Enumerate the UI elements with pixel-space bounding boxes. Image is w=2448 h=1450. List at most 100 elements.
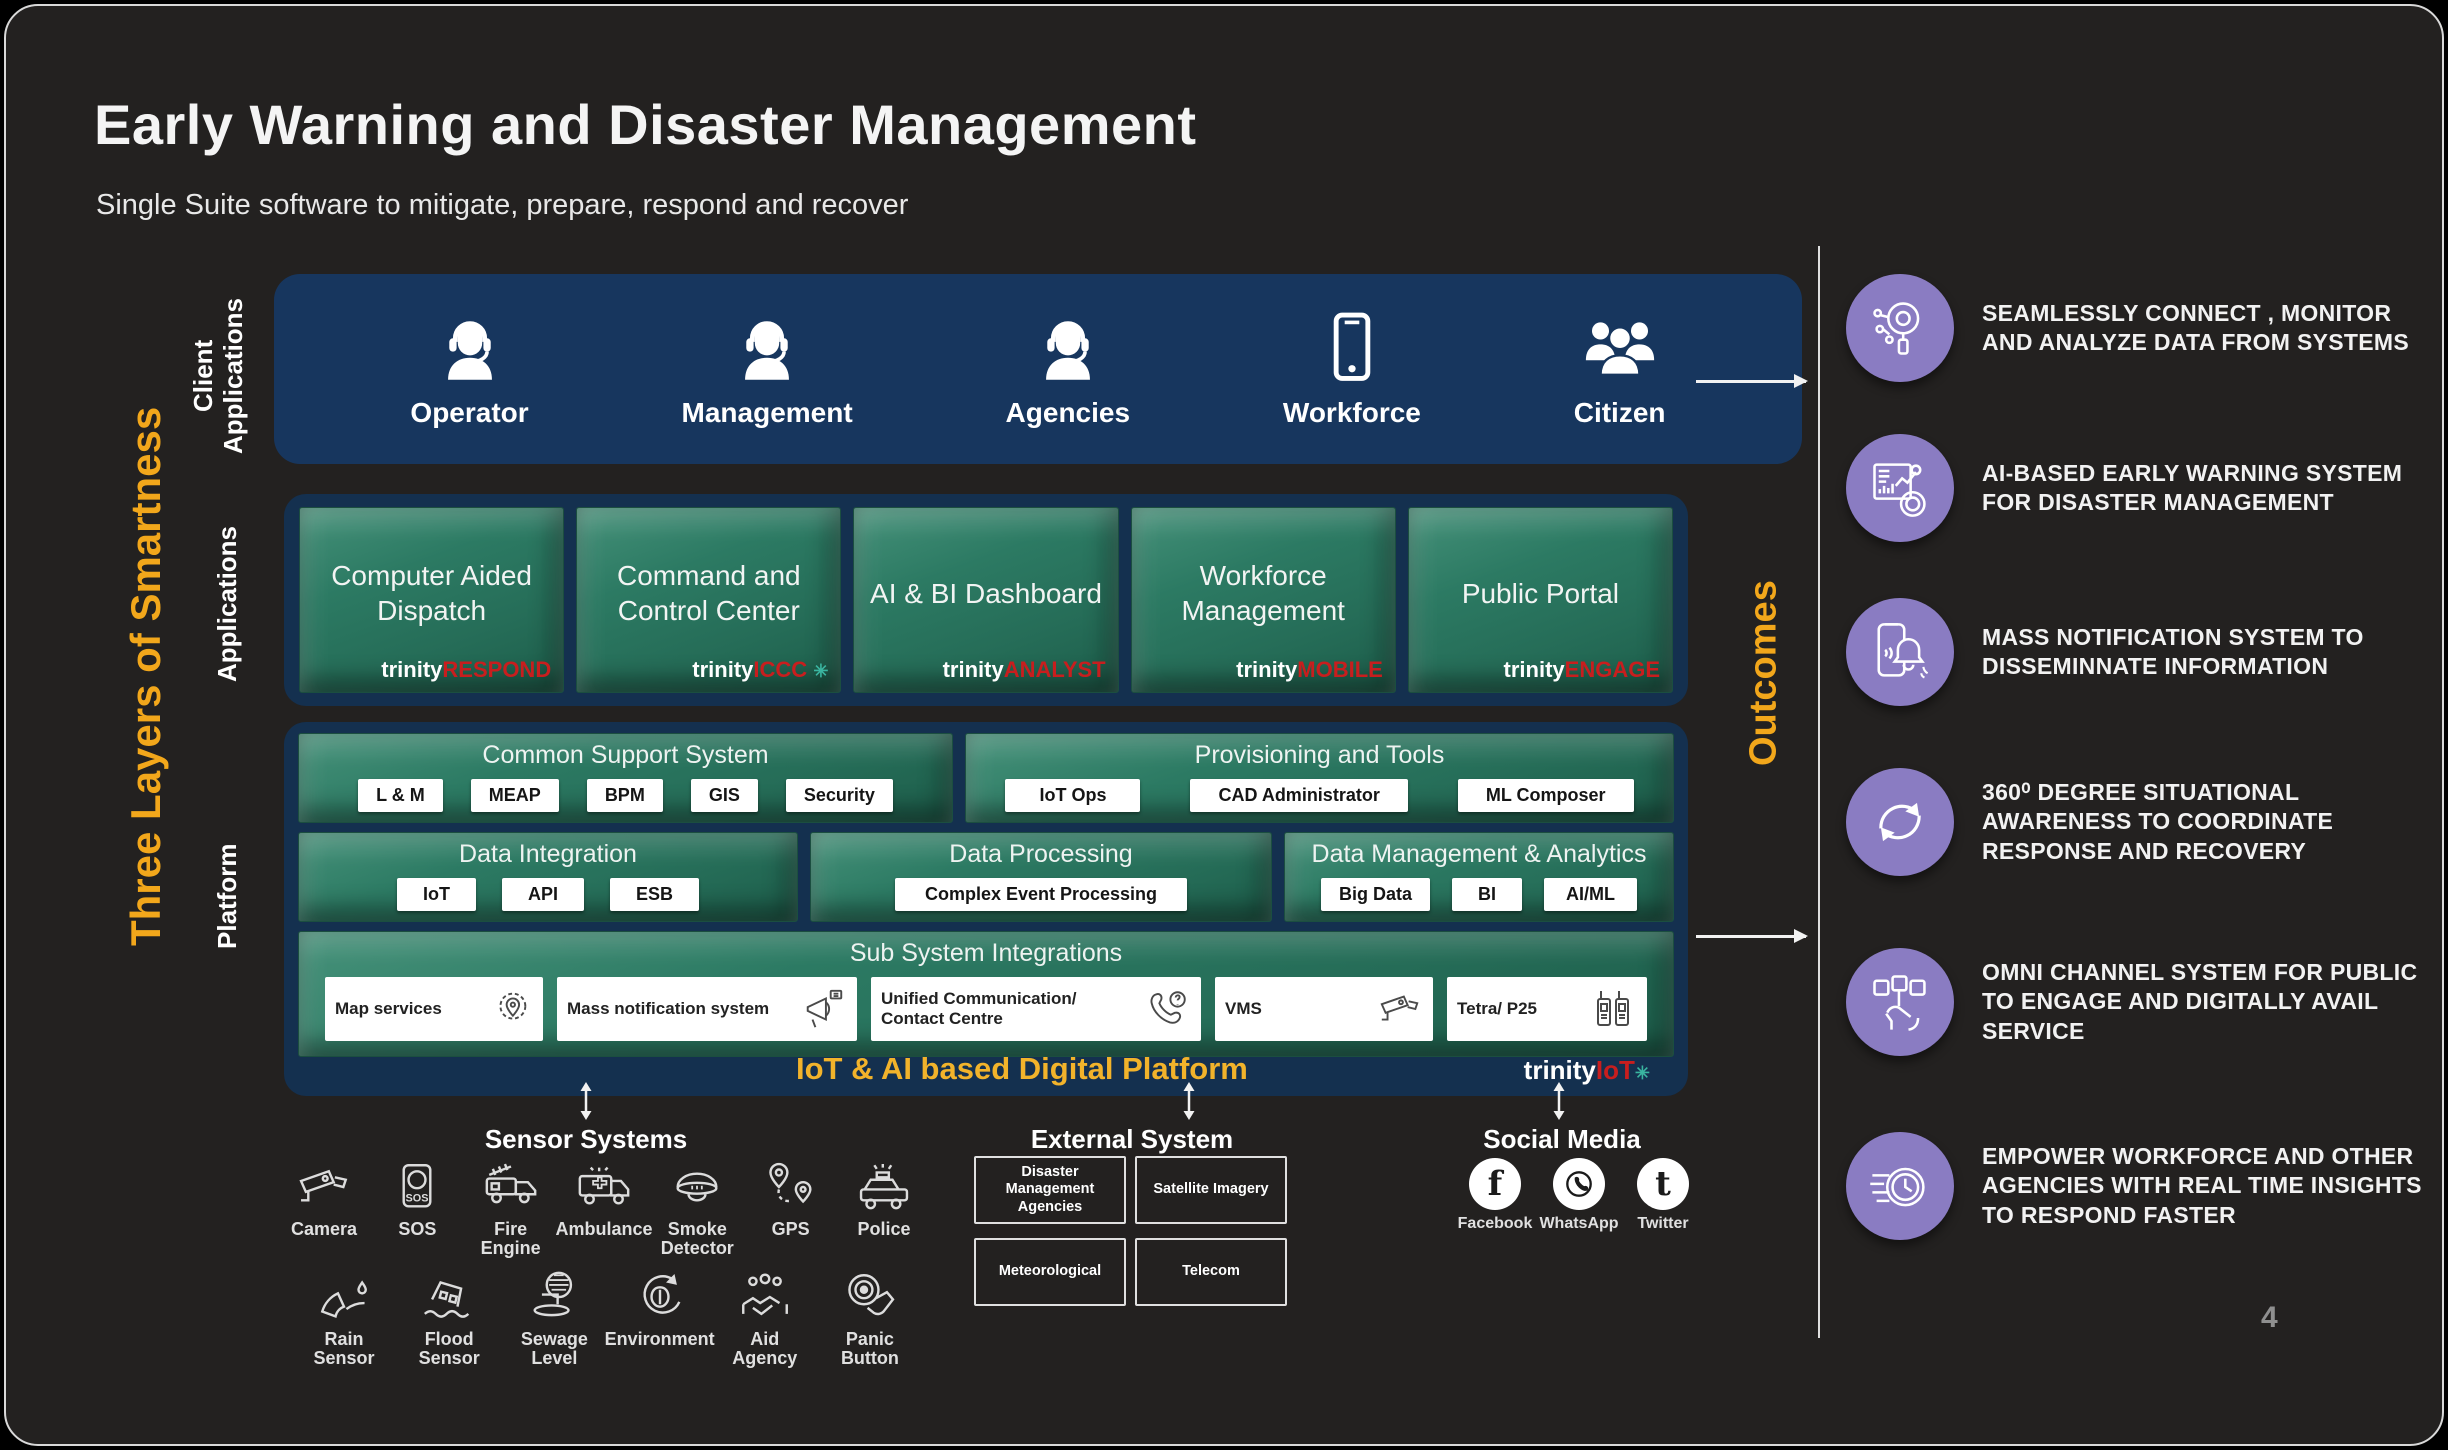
group-provisioning-and-tools: Provisioning and Tools IoT Ops CAD Admin… <box>965 733 1674 823</box>
sensor-sewage: Sewage Level <box>508 1268 600 1368</box>
social-media-title: Social Media <box>1483 1124 1641 1154</box>
smoke-detector-icon <box>668 1158 726 1216</box>
client-item-management: Management <box>682 309 853 429</box>
cctv-camera-icon <box>1377 986 1423 1032</box>
outcome-item-6: EMPOWER WORKFORCE AND OTHER AGENCIES WIT… <box>1846 1132 2426 1240</box>
police-car-icon <box>855 1158 913 1216</box>
chip: AI/ML <box>1544 878 1637 911</box>
headset-person-icon <box>727 309 807 387</box>
chip: BPM <box>586 779 663 812</box>
flooded-house-icon <box>420 1268 478 1326</box>
cctv-camera-icon <box>295 1158 353 1216</box>
social-media-connector-arrow <box>1552 1082 1566 1120</box>
facebook-icon: f <box>1469 1158 1521 1210</box>
external-box-satellite-imagery: Satellite Imagery <box>1135 1156 1287 1224</box>
group-sub-system-integrations: Sub System Integrations Map services Mas… <box>298 931 1674 1057</box>
subsystem-card-tetra-p25: Tetra/ P25 <box>1447 977 1647 1041</box>
sensor-gps: GPS <box>745 1158 837 1258</box>
headset-person-icon <box>1028 309 1108 387</box>
group-title: Data Integration <box>459 840 637 868</box>
external-box-meteorological: Meteorological <box>974 1238 1126 1306</box>
client-applications-bar: Operator Management Agencies Workforce C… <box>274 274 1802 464</box>
analytics-dashboard-icon <box>1846 434 1954 542</box>
group-data-management-analytics: Data Management & Analytics Big Data BI … <box>1284 832 1674 922</box>
fast-clock-icon <box>1846 1132 1954 1240</box>
client-item-workforce: Workforce <box>1283 309 1421 429</box>
sensor-sos: SOS SOS <box>371 1158 463 1258</box>
chip: MEAP <box>470 779 559 812</box>
chip: ML Composer <box>1457 779 1634 812</box>
client-to-outcomes-arrow <box>1696 375 1808 387</box>
three-layers-rail-label: Three Layers of Smartness <box>122 406 169 946</box>
map-gear-pin-icon <box>487 986 533 1032</box>
press-hand-icon <box>841 1268 899 1326</box>
group-data-integration: Data Integration IoT API ESB <box>298 832 798 922</box>
chip: Security <box>785 779 893 812</box>
sensor-environment: Environment <box>605 1268 715 1368</box>
platform-band: Common Support System L & M MEAP BPM GIS… <box>284 722 1688 1096</box>
subsystem-card-vms: VMS <box>1215 977 1433 1041</box>
chip: API <box>501 878 584 911</box>
social-twitter: t Twitter <box>1626 1158 1700 1233</box>
brand-trinity-iot: trinityIoT✳ <box>1523 1055 1650 1085</box>
outcome-text: OMNI CHANNEL SYSTEM FOR PUBLIC TO ENGAGE… <box>1982 958 2418 1044</box>
group-title: Common Support System <box>482 741 769 769</box>
subsystem-card-map-services: Map services <box>325 977 543 1041</box>
megaphone-icon <box>801 986 847 1032</box>
map-pins-icon <box>762 1158 820 1216</box>
subsystem-card-mass-notification: Mass notification system <box>557 977 857 1041</box>
page-number: 4 <box>2261 1301 2278 1334</box>
platform-to-outcomes-arrow <box>1696 930 1808 942</box>
external-system-title: External System <box>1030 1124 1234 1154</box>
sensor-fire-engine: Fire Engine <box>465 1158 557 1258</box>
app-box-computer-aided-dispatch: Computer Aided Dispatch trinityRESPOND <box>299 507 565 693</box>
ambulance-icon <box>575 1158 633 1216</box>
smartphone-icon <box>1312 309 1392 387</box>
sensor-systems-title: Sensor Systems <box>484 1124 688 1154</box>
group-title: Data Management & Analytics <box>1311 840 1647 868</box>
outcomes-separator-line <box>1818 246 1820 1338</box>
sensor-police: Police <box>838 1158 930 1258</box>
client-item-label: Management <box>681 397 853 428</box>
social-media-row: f Facebook WhatsApp t Twitter <box>1458 1158 1700 1233</box>
chip: L & M <box>358 779 443 812</box>
external-system-grid: Disaster Management Agencies Satellite I… <box>974 1156 1287 1306</box>
client-item-citizen: Citizen <box>1574 309 1666 429</box>
client-item-label: Agencies <box>1005 397 1131 428</box>
svg-text:SOS: SOS <box>406 1193 429 1205</box>
fire-truck-icon <box>482 1158 540 1216</box>
outcome-text: AI-BASED EARLY WARNING SYSTEM FOR DISAST… <box>1982 459 2403 515</box>
app-box-command-control-center: Command and Control Center trinityICCC ✳ <box>576 507 842 693</box>
sensor-ambulance: Ambulance <box>555 1158 653 1258</box>
page-subtitle: Single Suite software to mitigate, prepa… <box>96 189 909 221</box>
chip: BI <box>1452 878 1522 911</box>
subsystem-card-unified-communication: Unified Communication/ Contact Centre <box>871 977 1201 1041</box>
layer-label-client-applications: Client Applications <box>188 297 248 454</box>
handshake-people-icon <box>736 1268 794 1326</box>
manhole-grid-icon <box>525 1268 583 1326</box>
brand-trinity-engage: trinityENGAGE <box>1503 657 1661 682</box>
client-item-label: Workforce <box>1282 397 1421 428</box>
outcome-item-1: SEAMLESSLY CONNECT , MONITOR AND ANALYZE… <box>1846 274 2426 382</box>
outcome-item-2: AI-BASED EARLY WARNING SYSTEM FOR DISAST… <box>1846 434 2426 542</box>
layer-label-applications: Applications <box>212 525 243 682</box>
chip: Complex Event Processing <box>894 878 1188 911</box>
external-system-connector-arrow <box>1182 1082 1196 1120</box>
sensor-rain: Rain Sensor <box>298 1268 390 1368</box>
outcome-text: EMPOWER WORKFORCE AND OTHER AGENCIES WIT… <box>1982 1142 2422 1228</box>
group-data-processing: Data Processing Complex Event Processing <box>810 832 1272 922</box>
group-title: Data Processing <box>949 840 1133 868</box>
chip: IoT Ops <box>1005 779 1141 812</box>
app-box-ai-bi-dashboard: AI & BI Dashboard trinityANALYST <box>853 507 1119 693</box>
client-item-operator: Operator <box>410 309 529 429</box>
sensor-flood: Flood Sensor <box>403 1268 495 1368</box>
brand-trinity-respond: trinityRESPOND <box>381 657 552 682</box>
client-item-label: Operator <box>410 397 529 428</box>
app-box-label: Computer Aided Dispatch <box>331 560 532 626</box>
headset-person-icon <box>430 309 510 387</box>
social-channels-hand-icon <box>1846 948 1954 1056</box>
phone-handset-icon <box>1145 986 1191 1032</box>
outcome-text: 360⁰ DEGREE SITUATIONAL AWARENESS TO COO… <box>1982 778 2334 864</box>
twitter-icon: t <box>1637 1158 1689 1210</box>
circular-arrows-icon <box>1846 768 1954 876</box>
